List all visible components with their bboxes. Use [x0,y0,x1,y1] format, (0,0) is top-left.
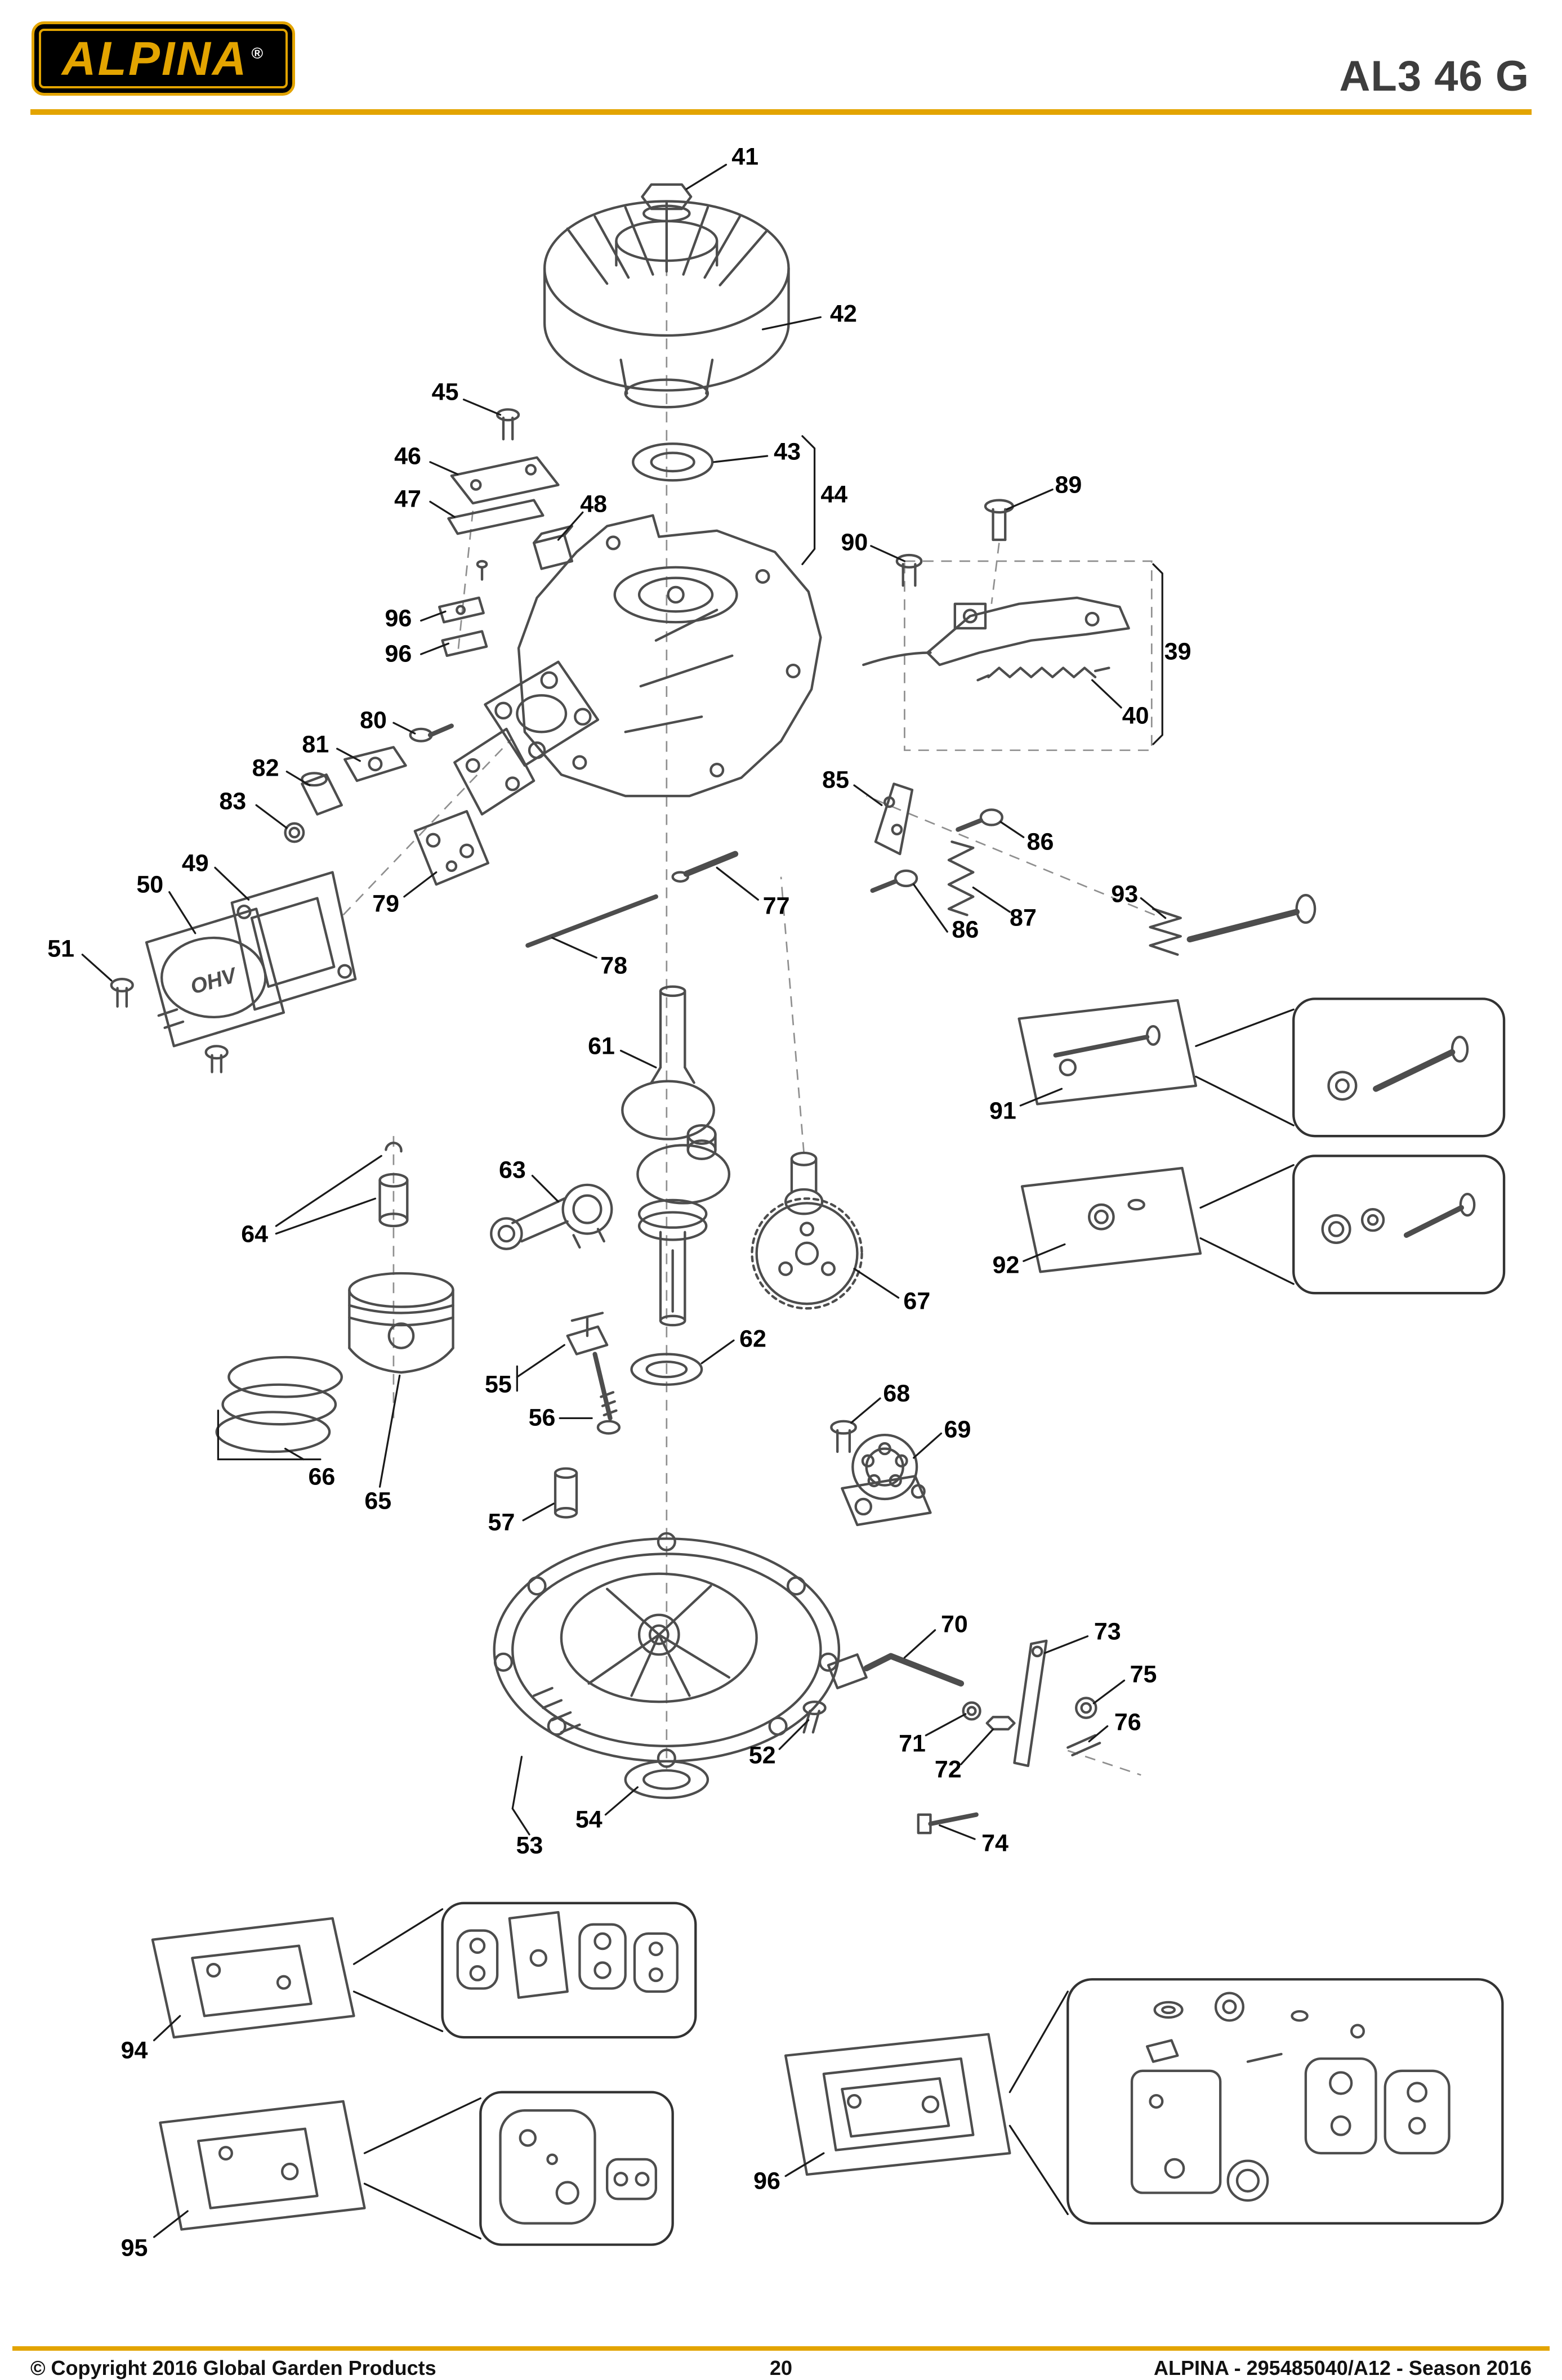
registered-mark: ® [251,44,265,62]
document-reference: ALPINA - 295485040/A12 - Season 2016 [1153,2356,1532,2379]
flywheel-drawing [543,183,790,482]
oil-system-drawing [554,1312,932,1527]
page-number: 20 [769,2356,793,2379]
breather-plates-drawing [438,408,574,657]
page-header: ALPINA® AL3 46 G [0,0,1562,118]
brand-name: ALPINA® [61,32,265,85]
spare-kits-drawing [151,997,1506,2246]
muffler-ohv-text: OHV [188,963,240,999]
alpina-logo: ALPINA® [32,21,295,96]
construction-lines [342,229,1155,1776]
crankshaft-drawing [621,985,731,1327]
brake-bracket-drawing [862,499,1130,682]
crankcase-drawing [453,514,822,816]
carb-linkage-drawing [284,723,490,886]
page-footer: © Copyright 2016 Global Garden Products … [30,2356,1532,2379]
muffler-drawing: OHV [110,871,357,1073]
header-divider [30,109,1532,115]
governor-linkage-drawing [863,1639,1101,1835]
sump-drawing [493,1532,868,1800]
valvetrain-drawing [525,782,1316,956]
copyright-text: © Copyright 2016 Global Garden Products [30,2356,436,2379]
camshaft-drawing [751,1151,863,1310]
piston-conrod-drawing [215,1142,613,1453]
footer-divider [12,2346,1550,2351]
leader-lines [81,163,1295,2240]
model-title: AL3 46 G [1339,52,1529,100]
